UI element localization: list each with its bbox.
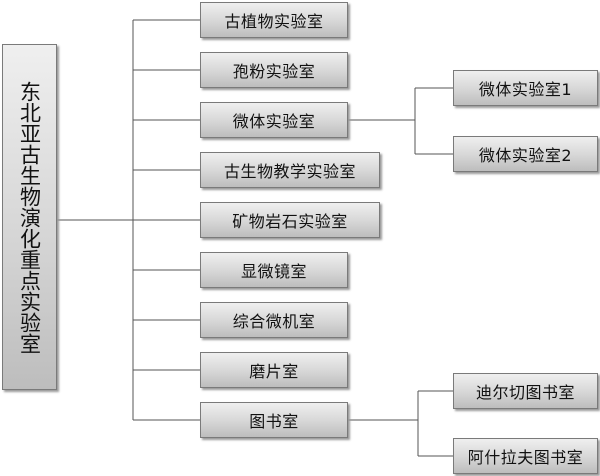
node-micropaleontology-lab: 微体实验室 (200, 102, 348, 138)
node-micro-lab-1: 微体实验室1 (453, 70, 598, 106)
node-dilcher-library: 迪尔切图书室 (453, 373, 598, 409)
node-micro-lab-2: 微体实验室2 (453, 136, 598, 172)
node-library: 图书室 (200, 402, 348, 438)
node-ashraf-library: 阿什拉夫图书室 (453, 438, 598, 474)
node-palynology-lab: 孢粉实验室 (200, 52, 348, 88)
node-thin-section-room: 磨片室 (200, 352, 348, 388)
root-node: 东北亚古生物演化重点实验室 (2, 44, 57, 390)
root-label: 东北亚古生物演化重点实验室 (17, 80, 42, 354)
node-paleobotany-lab: 古植物实验室 (200, 2, 348, 38)
node-paleontology-teaching-lab: 古生物教学实验室 (200, 152, 380, 188)
node-microscope-room: 显微镜室 (200, 252, 348, 288)
node-mineral-rock-lab: 矿物岩石实验室 (200, 202, 380, 238)
node-computer-room: 综合微机室 (200, 302, 348, 338)
